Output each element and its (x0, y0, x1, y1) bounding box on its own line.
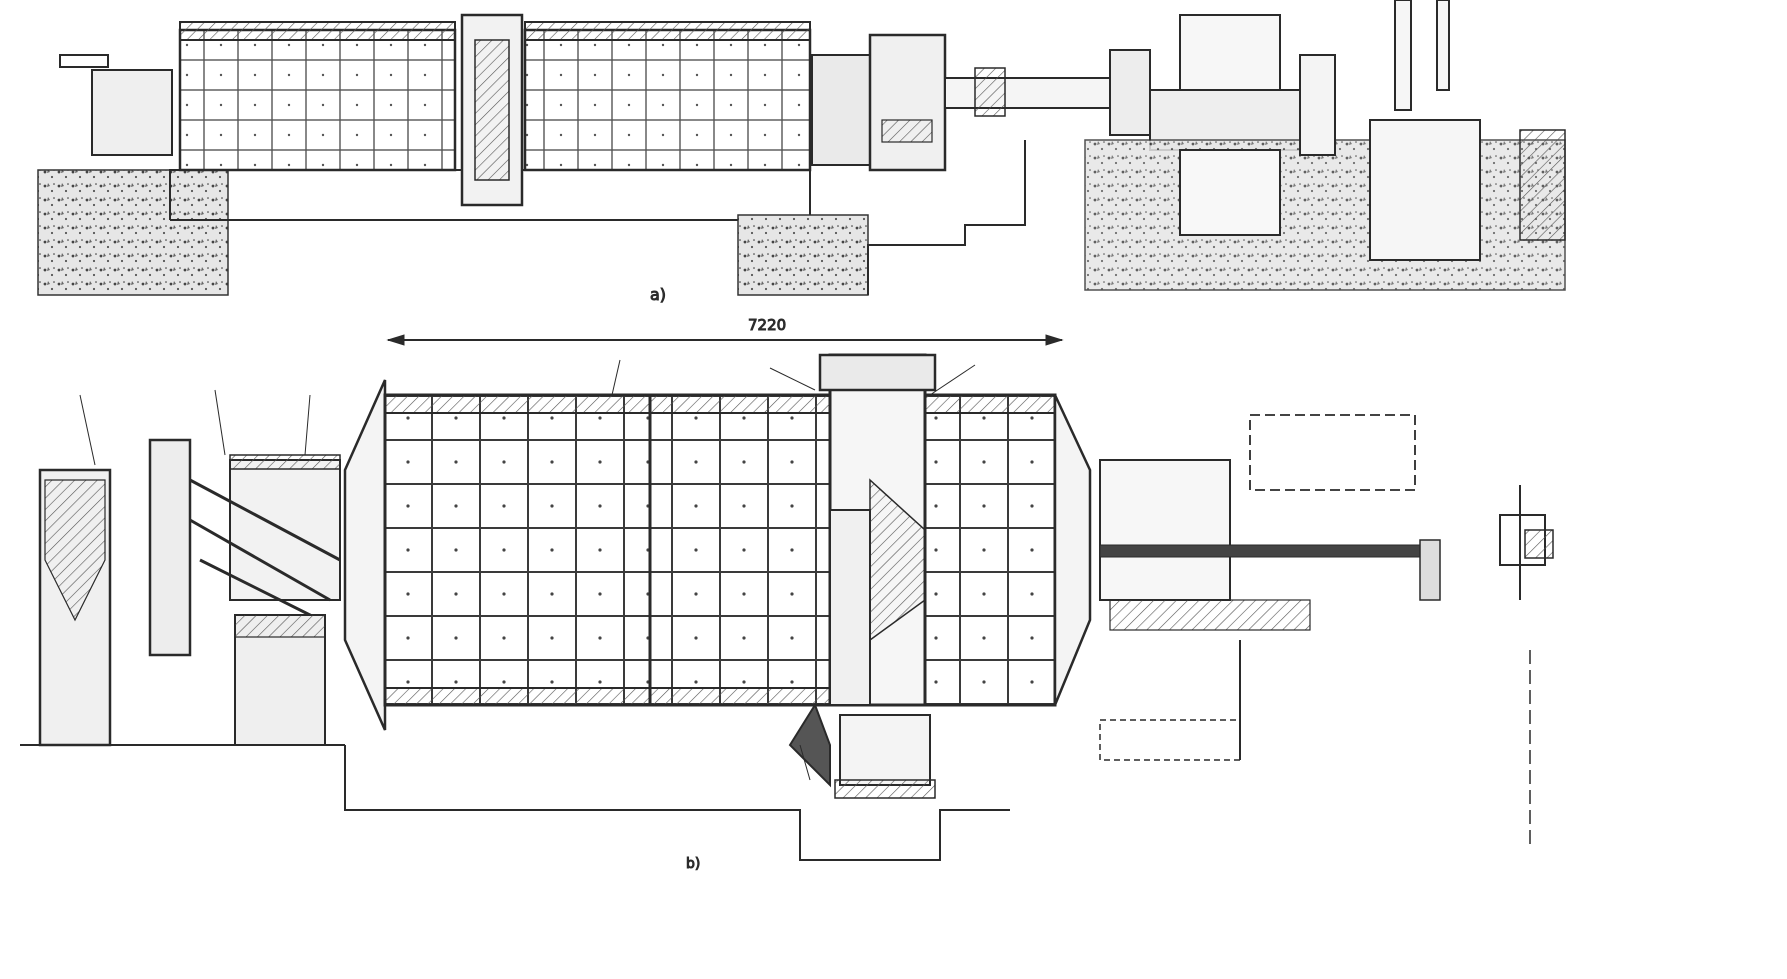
shell-band-left (179, 21, 456, 41)
drive-shaft (944, 77, 1116, 109)
foundation-outline (344, 745, 1010, 861)
discharge-trunnion (1099, 459, 1231, 601)
shell-band-right (524, 21, 811, 41)
feed-trunnion (148, 438, 192, 657)
feed-cone (44, 479, 106, 622)
shell-top-liner-2 (924, 394, 1056, 414)
pinion-bracket (788, 702, 831, 788)
foundation-mid (737, 214, 869, 296)
leader-7 (799, 744, 811, 781)
feed-chute (59, 54, 109, 68)
motor-flange (1109, 49, 1151, 136)
mill-shell-right (523, 28, 812, 172)
vertical-pipe-1 (1394, 0, 1412, 111)
dim-arrow-left (386, 334, 405, 346)
leader-6 (929, 364, 976, 396)
leader-1 (79, 394, 96, 466)
pinion-housing (868, 33, 947, 172)
shell-bottom-liner-1 (384, 687, 831, 706)
discharge-bearing (1109, 599, 1311, 631)
discharge-chute (1099, 719, 1241, 761)
girth-web (829, 509, 871, 706)
dim-arrow-right (1045, 334, 1064, 346)
feed-pedestal-top (234, 614, 326, 638)
trommel-screen (1249, 414, 1416, 491)
view-a: a) (37, 0, 1566, 305)
pinion-bearing (839, 714, 931, 786)
discharge-cone (1053, 394, 1092, 706)
leader-4 (611, 359, 621, 396)
detail-hatch (1524, 529, 1554, 559)
pinion-base (834, 779, 936, 799)
vertical-pipe-2 (1436, 0, 1450, 91)
mill-shell-left (178, 28, 457, 172)
discharge-head (811, 54, 873, 166)
gearbox (1179, 149, 1281, 236)
leader-5 (769, 367, 816, 391)
pinion-detail (881, 119, 933, 143)
support-post (1299, 54, 1336, 156)
aux-unit (1369, 119, 1481, 261)
leader-2 (214, 389, 226, 456)
shaft-end (1419, 539, 1441, 601)
discharge-shaft (1099, 544, 1431, 558)
view-a-label: a) (650, 285, 666, 304)
feed-head (91, 69, 173, 156)
girth-gear-top (818, 353, 937, 392)
stepped-foundation (867, 140, 1026, 295)
feed-end-cone (343, 379, 387, 731)
view-b-label: b) (686, 856, 700, 872)
shell-top-liner-1 (384, 394, 831, 414)
shell-chamber-2 (923, 393, 1057, 707)
foundation-left (37, 169, 229, 296)
feed-spiral (189, 478, 341, 622)
view-b: 7220 (20, 316, 1554, 873)
coupling (974, 67, 1006, 117)
foundation-right (1084, 139, 1566, 291)
leader-3 (304, 394, 311, 456)
feed-bearing-cap (229, 454, 341, 470)
girth-gear-hatch (474, 39, 510, 181)
stair (1519, 129, 1566, 241)
dimension-value: 7220 (748, 316, 786, 334)
shell-chamber-1 (383, 393, 832, 707)
